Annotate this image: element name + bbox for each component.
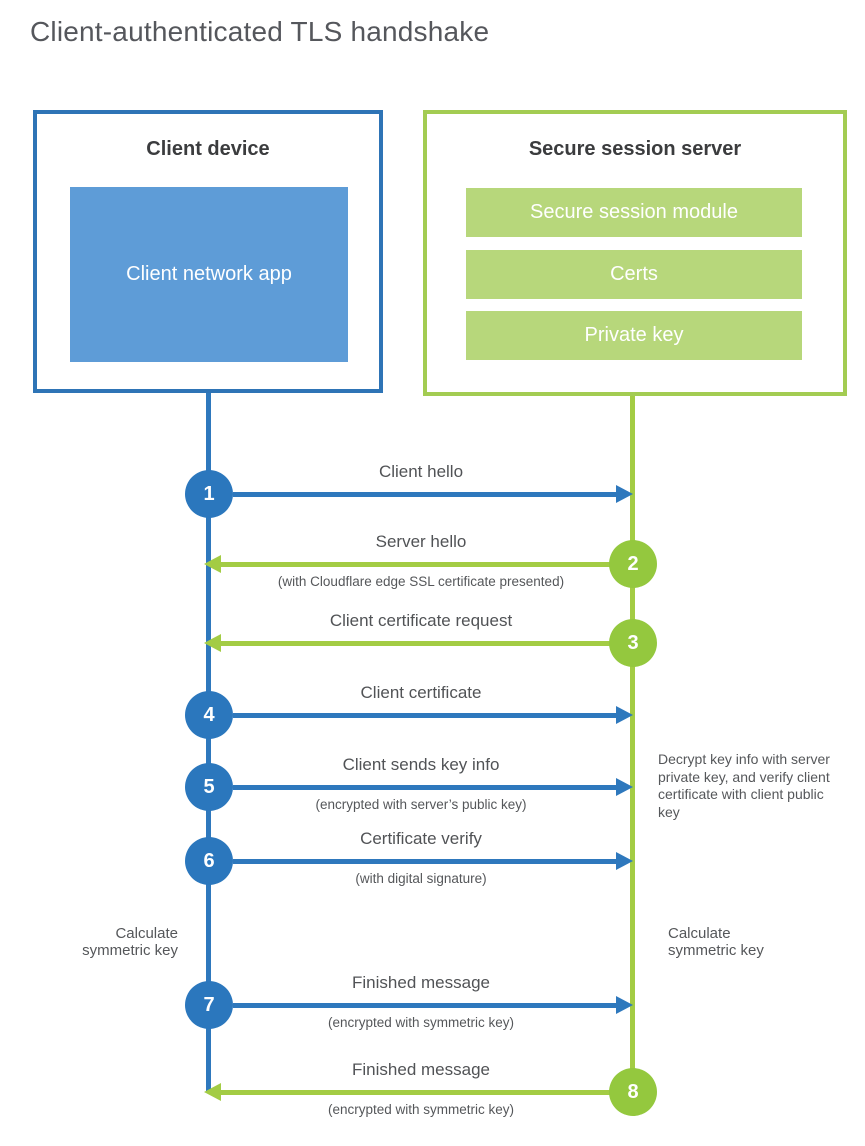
server-lifeline: [630, 396, 635, 1092]
secure-session-server-box: Secure session server Secure session mod…: [423, 110, 847, 396]
step-circle: 4: [185, 691, 233, 739]
message-label: Client certificate request: [329, 611, 513, 630]
step-circle: 6: [185, 837, 233, 885]
arrow-shaft: [221, 1090, 633, 1095]
arrow-shaft: [233, 492, 617, 497]
step-circle: 7: [185, 981, 233, 1029]
arrow-right-icon: [616, 485, 633, 503]
message-label: Certificate verify: [360, 829, 482, 848]
message-label: Finished message: [352, 973, 490, 992]
client-network-app-label: Client network app: [126, 263, 292, 285]
message-label: Server hello: [375, 532, 467, 551]
arrow-shaft: [233, 1003, 617, 1008]
arrow-right-icon: [616, 706, 633, 724]
arrow-shaft: [233, 859, 617, 864]
message-sublabel: (encrypted with symmetric key): [327, 1102, 515, 1117]
arrow-right-icon: [616, 996, 633, 1014]
message-sublabel: (with Cloudflare edge SSL certificate pr…: [277, 574, 565, 589]
page-title: Client-authenticated TLS handshake: [30, 16, 490, 47]
client-network-app-box: Client network app: [70, 187, 348, 362]
message-label: Finished message: [352, 1060, 490, 1079]
server-module-private-key: Private key: [466, 311, 802, 360]
client-device-box: Client device Client network app: [33, 110, 383, 393]
client-lifeline: [206, 393, 211, 1091]
arrow-shaft: [233, 785, 617, 790]
decrypt-key-note: Decrypt key info with server private key…: [658, 751, 830, 820]
arrow-shaft: [233, 713, 617, 718]
calculate-symmetric-key-note-server: Calculate symmetric key: [668, 925, 764, 959]
step-circle: 8: [609, 1068, 657, 1116]
arrow-shaft: [221, 562, 633, 567]
message-label: Client certificate: [360, 683, 482, 702]
message-label: Client hello: [378, 462, 464, 481]
server-module-certs: Certs: [466, 250, 802, 299]
client-device-title: Client device: [146, 138, 270, 160]
step-circle: 3: [609, 619, 657, 667]
calculate-symmetric-key-note-client: Calculate symmetric key: [82, 925, 178, 959]
arrow-left-icon: [204, 634, 221, 652]
message-label: Client sends key info: [342, 755, 500, 774]
server-module-secure-session-module: Secure session module: [466, 188, 802, 237]
secure-session-server-title: Secure session server: [528, 138, 742, 160]
message-sublabel: (with digital signature): [355, 871, 487, 886]
arrow-shaft: [221, 641, 633, 646]
arrow-right-icon: [616, 852, 633, 870]
arrow-left-icon: [204, 1083, 221, 1101]
message-sublabel: (encrypted with server’s public key): [315, 797, 527, 812]
step-circle: 5: [185, 763, 233, 811]
step-circle: 1: [185, 470, 233, 518]
step-circle: 2: [609, 540, 657, 588]
arrow-right-icon: [616, 778, 633, 796]
arrow-left-icon: [204, 555, 221, 573]
message-sublabel: (encrypted with symmetric key): [327, 1015, 515, 1030]
